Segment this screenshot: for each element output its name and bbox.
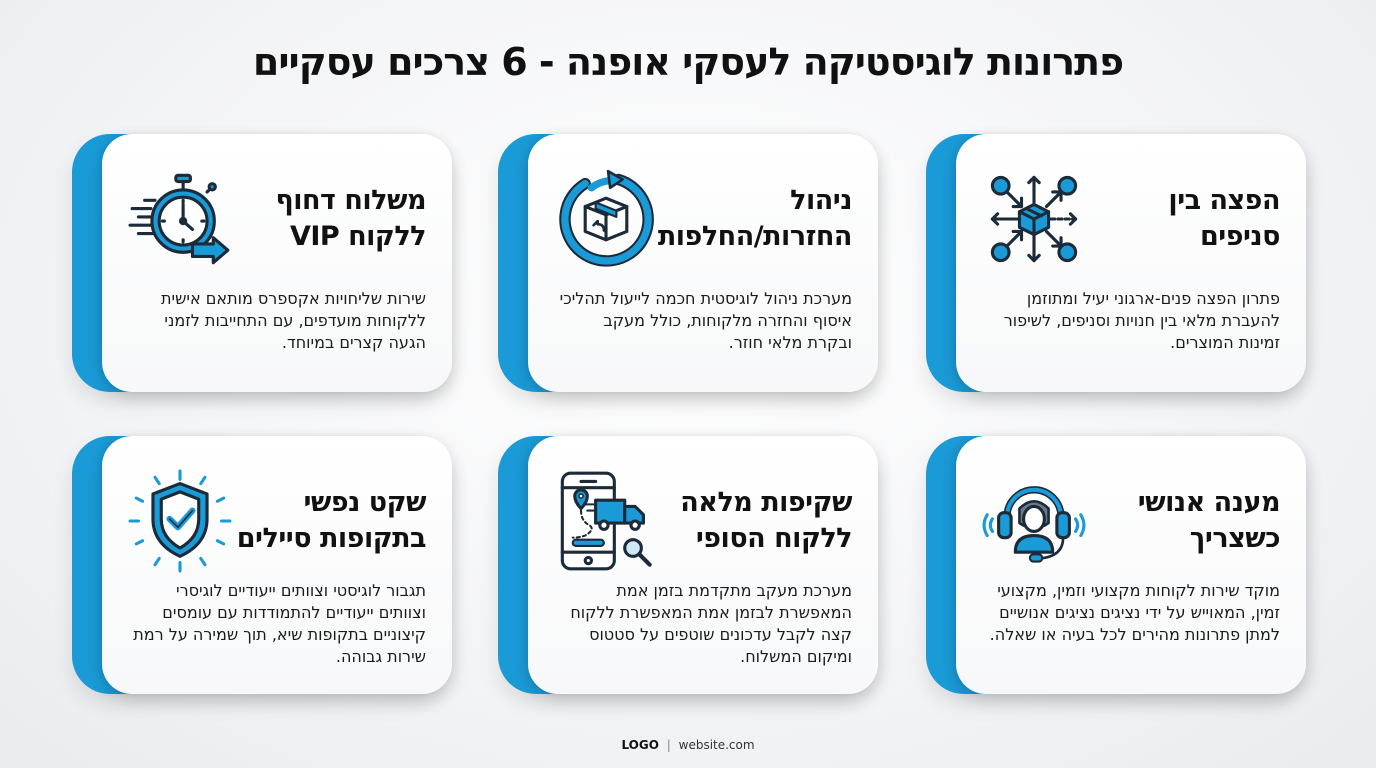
card-title-line2: ללקוח הסופי <box>695 523 853 554</box>
card-title-line1: שקיפות מלאה <box>680 487 852 518</box>
footer-website-link[interactable]: website.com <box>678 738 755 752</box>
card-returns-management: ניהול החזרות/החלפות מערכת ניהול לוגיסטית… <box>498 134 878 392</box>
page-title: פתרונות לוגיסטיקה לעסקי אופנה - 6 צרכים … <box>252 40 1124 84</box>
fast-stopwatch-icon <box>128 167 232 271</box>
phone-tracking-truck-icon <box>554 469 658 573</box>
card-title: שקט נפשי בתקופות סיילים <box>236 485 427 557</box>
card-body: הפצה בין סניפים <box>956 134 1306 392</box>
card-description: מערכת מעקב מתקדמת בזמן אמת המאפשרת לבזמן… <box>570 581 852 666</box>
card-body: שקט נפשי בתקופות סיילים <box>102 436 452 694</box>
card-description: מוקד שירות לקוחות מקצועי וזמין, מקצועי ז… <box>989 581 1280 644</box>
card-description: פתרון הפצה פנים-ארגוני יעיל ומתוזמן להעב… <box>1003 289 1280 352</box>
card-description: מערכת ניהול לוגיסטית חכמה לייעול תהליכי … <box>559 289 852 352</box>
shield-check-icon <box>128 469 232 573</box>
card-peace-of-mind-sales: שקט נפשי בתקופות סיילים <box>72 436 452 694</box>
card-human-support: מענה אנושי כשצריך מוקד <box>926 436 1306 694</box>
card-title: ניהול החזרות/החלפות <box>657 183 853 255</box>
footer-logo: LOGO <box>621 738 659 752</box>
card-title-line2: החזרות/החלפות <box>657 221 853 252</box>
card-title: שקיפות מלאה ללקוח הסופי <box>680 485 852 557</box>
card-title-line1: ניהול <box>790 185 852 216</box>
footer-separator: | <box>666 738 671 752</box>
card-full-transparency: שקיפות מלאה ללקוח הסופי <box>498 436 878 694</box>
card-title-line2: כשצריך <box>1189 523 1281 554</box>
card-body: מענה אנושי כשצריך מוקד <box>956 436 1306 694</box>
card-body: משלוח דחוף ללקוח VIP <box>102 134 452 392</box>
card-title-line1: מענה אנושי <box>1137 487 1281 518</box>
card-title: מענה אנושי כשצריך <box>1137 485 1281 557</box>
card-title-line1: הפצה בין <box>1168 185 1280 216</box>
card-title: הפצה בין סניפים <box>1168 183 1280 255</box>
card-title-line1: שקט נפשי <box>303 487 426 518</box>
distribution-network-icon <box>982 167 1086 271</box>
returns-cycle-box-icon <box>554 167 658 271</box>
card-urgent-vip-delivery: משלוח דחוף ללקוח VIP <box>72 134 452 392</box>
card-branch-distribution: הפצה בין סניפים <box>926 134 1306 392</box>
card-description: תגבור לוגיסטי וצוותים ייעודיים לוגיסרי ו… <box>133 581 426 666</box>
card-title-line2: בתקופות סיילים <box>236 523 427 554</box>
card-description: שירות שליחויות אקספרס מותאם אישית ללקוחו… <box>160 289 426 352</box>
card-body: שקיפות מלאה ללקוח הסופי <box>528 436 878 694</box>
card-title: משלוח דחוף ללקוח VIP <box>275 183 427 255</box>
card-title-line1: משלוח דחוף <box>275 185 427 216</box>
card-body: ניהול החזרות/החלפות מערכת ניהול לוגיסטית… <box>528 134 878 392</box>
support-agent-headset-icon <box>982 469 1086 573</box>
card-title-line2: ללקוח VIP <box>289 221 427 252</box>
footer: LOGO | website.com <box>0 738 1376 752</box>
card-title-line2: סניפים <box>1199 221 1281 252</box>
